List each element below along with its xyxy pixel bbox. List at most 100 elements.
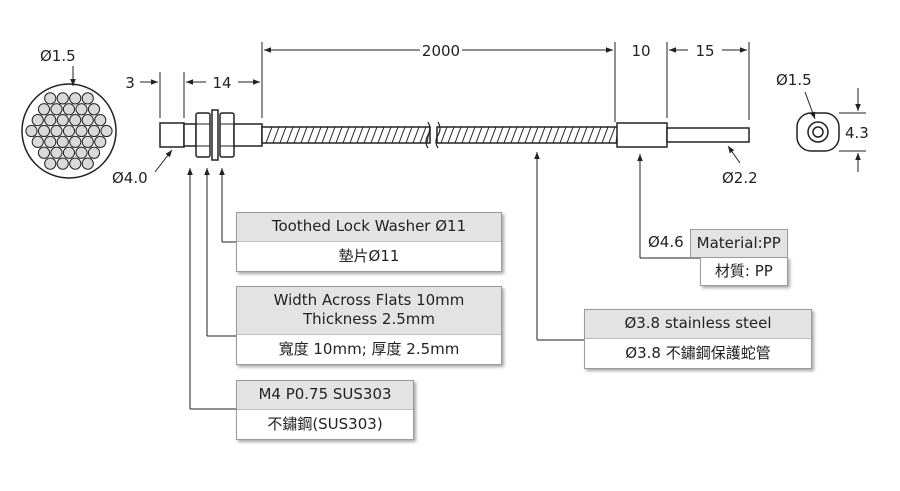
bundle-diameter-label: Ø1.5 (40, 47, 76, 65)
fiber-strand (44, 135, 57, 148)
sheath-twist-line (461, 126, 469, 144)
core-diameter-label: Ø1.5 (776, 71, 812, 89)
end-diameter-leader (154, 149, 173, 173)
fiber-strand (75, 103, 88, 116)
sheath-twist-line (349, 126, 357, 144)
nut-label-zh: 寬度 10mm; 厚度 2.5mm (278, 340, 460, 358)
end-diameter-label: Ø4.0 (112, 169, 148, 187)
sleeve-diameter-label: Ø4.6 (648, 233, 684, 251)
sheath-twist-line (370, 126, 378, 144)
thread-14-label: 14 (212, 74, 231, 92)
fiber-strand (31, 135, 44, 148)
fiber-strand (31, 114, 44, 127)
nut-label-en-line2: Thickness 2.5mm (303, 310, 435, 328)
fiber-strand (94, 135, 107, 148)
fiber-strand (81, 157, 94, 170)
stainless-sheath (261, 126, 619, 144)
ferrule-height-label: 4.3 (845, 124, 869, 142)
callout-leaders (187, 152, 700, 410)
sheath-twist-line (300, 126, 308, 144)
sheath-twist-line (391, 126, 399, 144)
fiber-strand (56, 92, 69, 105)
fiber-strand (44, 157, 57, 170)
fiber-strand (81, 92, 94, 105)
nut-label-en-line1: Width Across Flats 10mm (273, 291, 465, 309)
fiber-strand (94, 114, 107, 127)
sheath-twist-line (412, 126, 420, 144)
sheath-twist-line (503, 126, 511, 144)
sheath-twist-line (440, 126, 448, 144)
sheath-twist-line (307, 126, 315, 144)
lock-washer (211, 109, 219, 161)
sheath-twist-line (405, 126, 413, 144)
fiber-strand (81, 114, 94, 127)
ferrule-end-view: 4.3 Ø1.5 (776, 71, 869, 172)
sheath-twist-line (279, 126, 287, 144)
sheath-twist-line (454, 126, 462, 144)
washer-callout: Toothed Lock Washer Ø11 墊片Ø11 (236, 212, 502, 272)
sleeve-length-label: 10 (631, 42, 650, 60)
length-2000-dimension: 2000 (261, 42, 616, 122)
sleeve-length-dimension: 10 (631, 42, 668, 118)
tip-length-dimension: 15 (669, 42, 750, 120)
fiber-strand (56, 114, 69, 127)
fiber-strand (44, 114, 57, 127)
fiber-strand (44, 92, 57, 105)
fiber-strand (87, 103, 101, 116)
sheath-twist-line (510, 126, 518, 144)
sheath-twist-line (314, 126, 322, 144)
sheath-twist-line (475, 126, 483, 144)
fiber-strand (50, 146, 63, 159)
sheath-twist-line (419, 126, 427, 144)
fiber-strand (50, 103, 63, 116)
fiber-bundle-end-view (21, 83, 117, 179)
fiber-strand (87, 124, 101, 138)
sheath-twist-line (468, 126, 476, 144)
tip-diameter-leader (727, 145, 741, 164)
sheath-twist-line (587, 126, 595, 144)
fiber-strand (62, 124, 76, 138)
nut-callout: Width Across Flats 10mm Thickness 2.5mm … (236, 286, 502, 365)
sheath-twist-line (384, 126, 392, 144)
sheath-twist-line (517, 126, 525, 144)
sheath-twist-line (377, 126, 385, 144)
cable-assembly (159, 109, 750, 161)
fiber-strand (81, 135, 94, 148)
thread-label-zh: 不鏽鋼(SUS303) (267, 415, 383, 433)
washer-label-en: Toothed Lock Washer Ø11 (271, 217, 467, 235)
sheath-twist-line (545, 126, 553, 144)
sheath-twist-line (538, 126, 546, 144)
sheath-twist-line (559, 126, 567, 144)
sheath-twist-line (363, 126, 371, 144)
sheath-twist-line (335, 126, 343, 144)
thread-label-en: M4 P0.75 SUS303 (258, 385, 392, 403)
sheath-twist-line (265, 126, 273, 144)
sheath-twist-line (580, 126, 588, 144)
tip-diameter-label: Ø2.2 (722, 169, 758, 187)
fiber-strand (87, 146, 101, 159)
fiber-strand (69, 92, 82, 105)
sheath-twist-line (601, 126, 609, 144)
hex-nut (195, 112, 211, 158)
fiber-strand (37, 146, 51, 159)
sheath-twist-line (447, 126, 455, 144)
fiber-strand (56, 157, 69, 170)
fiber-strand (75, 124, 88, 138)
sheath-twist-line (398, 126, 406, 144)
sheath-twist-line (328, 126, 336, 144)
fiber-strand (62, 146, 76, 159)
pp-sleeve (616, 122, 668, 148)
end-cap (159, 122, 185, 148)
sheath-twist-line (573, 126, 581, 144)
sheath-twist-line (489, 126, 497, 144)
sheath-twist-line (552, 126, 560, 144)
sheath-twist-line (524, 126, 532, 144)
fiber-strand (62, 103, 76, 116)
fiber-strand (100, 124, 113, 138)
thread-callout: M4 P0.75 SUS303 不鏽鋼(SUS303) (236, 380, 414, 440)
sheath-twist-line (272, 126, 280, 144)
fiber-strand (75, 146, 88, 159)
fiber-strand (25, 124, 38, 138)
thread-dimensions: 3 14 (125, 72, 260, 118)
